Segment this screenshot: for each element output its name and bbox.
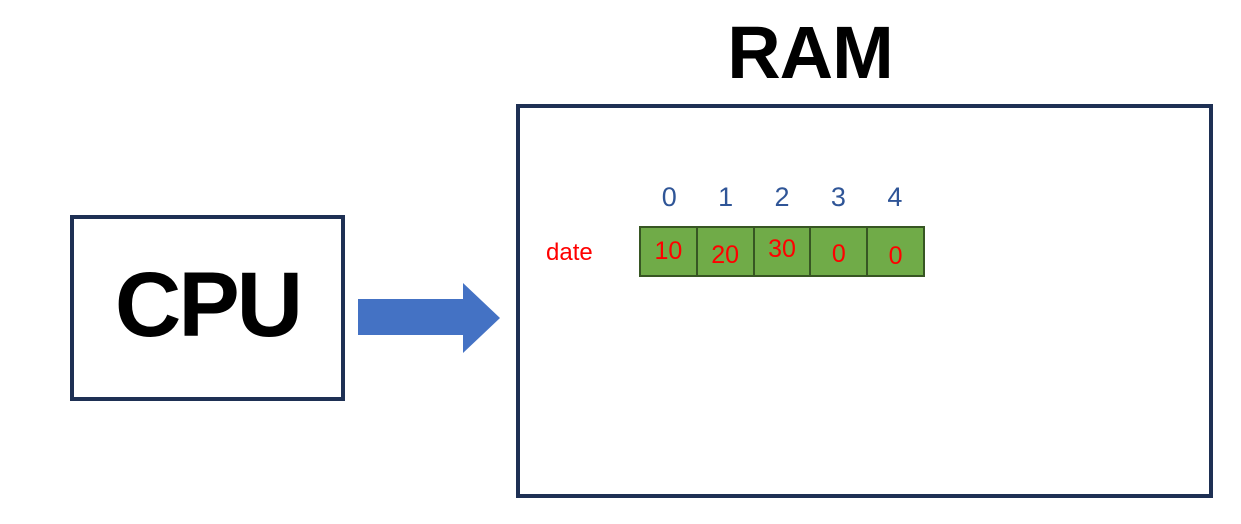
array-index: 4 <box>887 182 903 212</box>
array-cells: 10 20 30 0 0 <box>639 226 925 277</box>
array-cell: 10 <box>641 228 696 275</box>
array-cell: 0 <box>809 228 866 275</box>
array-cell-value: 20 <box>711 241 740 269</box>
array-label: date <box>546 239 593 266</box>
array-index: 1 <box>718 182 734 212</box>
array-cell-value: 30 <box>768 235 796 263</box>
ram-box <box>516 104 1213 498</box>
arrow-right-icon <box>358 283 500 353</box>
array-cell-value: 10 <box>654 237 683 265</box>
array-index: 0 <box>661 182 677 212</box>
array-cell-value: 0 <box>831 240 846 268</box>
array-cell-value: 0 <box>888 242 903 270</box>
array-cell: 30 <box>752 228 810 275</box>
ram-title: RAM <box>727 11 894 94</box>
array-cell: 20 <box>695 228 753 275</box>
array-index: 3 <box>830 182 846 212</box>
cpu-box: CPU <box>70 215 345 401</box>
array-cell: 0 <box>866 228 923 275</box>
array-index: 2 <box>774 182 790 212</box>
cpu-label: CPU <box>114 254 303 356</box>
arrow-right-shape <box>358 283 500 353</box>
array-index-row: 0 1 2 3 4 <box>641 184 923 211</box>
